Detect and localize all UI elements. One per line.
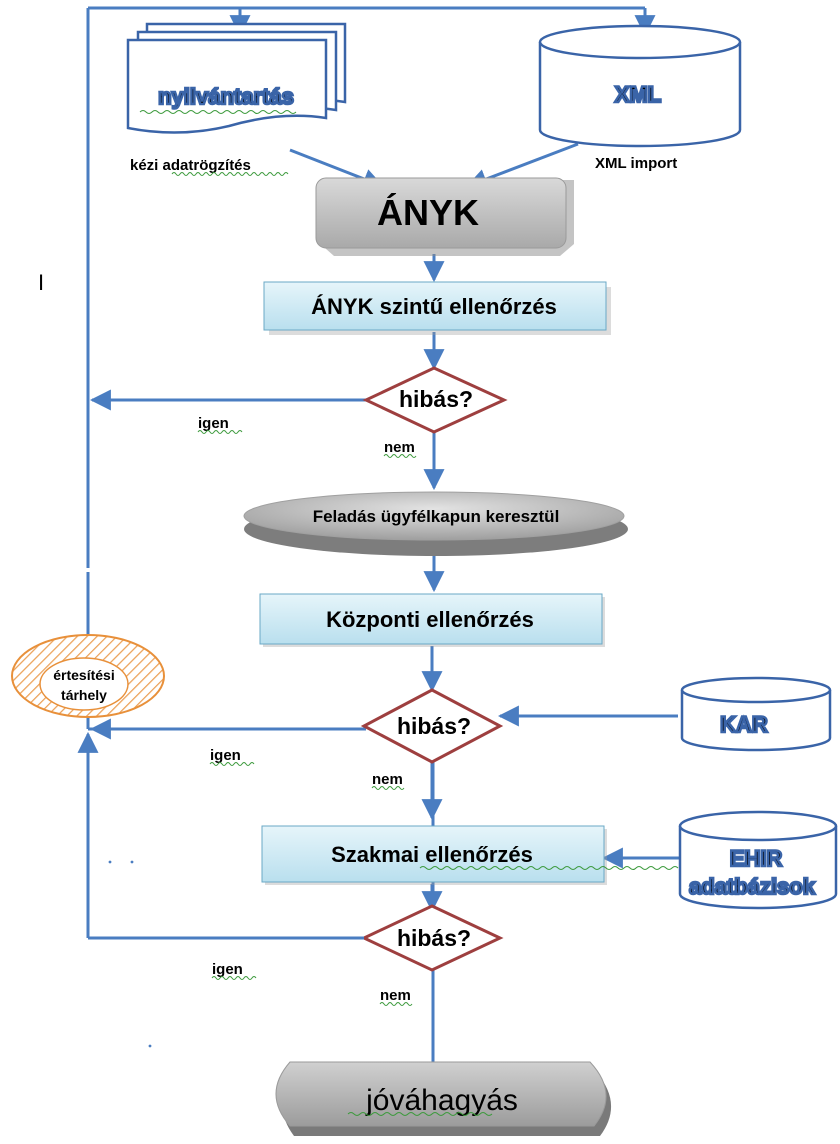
notification-storage: értesítési tárhely [11,634,165,718]
manual-entry-label: kézi adatrögzítés [130,157,251,174]
yes-branch-3 [77,731,364,940]
dot-1 [108,860,112,864]
yes-underline-1 [197,430,243,434]
central-check-box: Központi ellenőrzés [259,593,605,647]
decision-2-label: hibás? [397,713,471,739]
ehir-cylinder: EHIR adatbázisok [678,810,838,910]
yes-underline-3 [211,976,257,980]
approval-underline [347,1112,493,1116]
submit-label: Feladás ügyfélkapun keresztül [313,507,560,526]
ehir-label-2: adatbázisok [689,874,816,899]
professional-underline [419,866,679,870]
professional-check-box: Szakmai ellenőrzés [261,825,607,885]
decision-1-no: nem [384,439,415,456]
manual-entry-underline [171,172,289,176]
yes-underline-2 [209,762,255,766]
professional-check-label: Szakmai ellenőrzés [331,842,533,867]
decision-1-label: hibás? [399,386,473,412]
feedback-lines [86,6,656,740]
no-underline-3 [379,1002,413,1006]
decision-1-yes: igen [198,415,229,432]
kar-cylinder: KAR [680,676,832,752]
decision-2: hibás? [360,688,504,764]
document-label: nyilvántartás [158,84,294,109]
anyk-block: ÁNYK [315,177,574,256]
anyk-label: ÁNYK [377,192,479,233]
decision-1: hibás? [362,366,508,434]
anyk-check-box: ÁNYK szintű ellenőrzés [263,281,611,335]
ehir-label-1: EHIR [730,846,783,871]
decision-3-no: nem [380,987,411,1004]
central-check-label: Központi ellenőrzés [326,607,534,632]
notification-line2: tárhely [61,687,107,703]
approval-label: jóváhagyás [365,1084,518,1117]
kar-label: KAR [720,712,768,737]
decision-2-no: nem [372,771,403,788]
anyk-check-label: ÁNYK szintű ellenőrzés [311,294,557,319]
submit-ellipse: Feladás ügyfélkapun keresztül [243,491,628,556]
stray-mark: I [38,270,44,295]
decision-3-yes: igen [212,961,243,978]
xml-label: XML [615,82,661,107]
approval-terminal: jóváhagyás [275,1061,612,1136]
dot-3 [148,1044,152,1048]
dot-2 [130,860,134,864]
document-spell-underline [139,110,297,114]
xml-import-label: XML import [595,155,677,172]
xml-cylinder: XML [538,24,742,148]
no-underline-2 [371,786,405,790]
document-shape: nyilvántartás [126,22,347,134]
notification-line1: értesítési [53,667,114,683]
no-underline-1 [383,454,417,458]
decision-3-label: hibás? [397,925,471,951]
decision-3: hibás? [360,904,504,972]
decision-2-yes: igen [210,747,241,764]
